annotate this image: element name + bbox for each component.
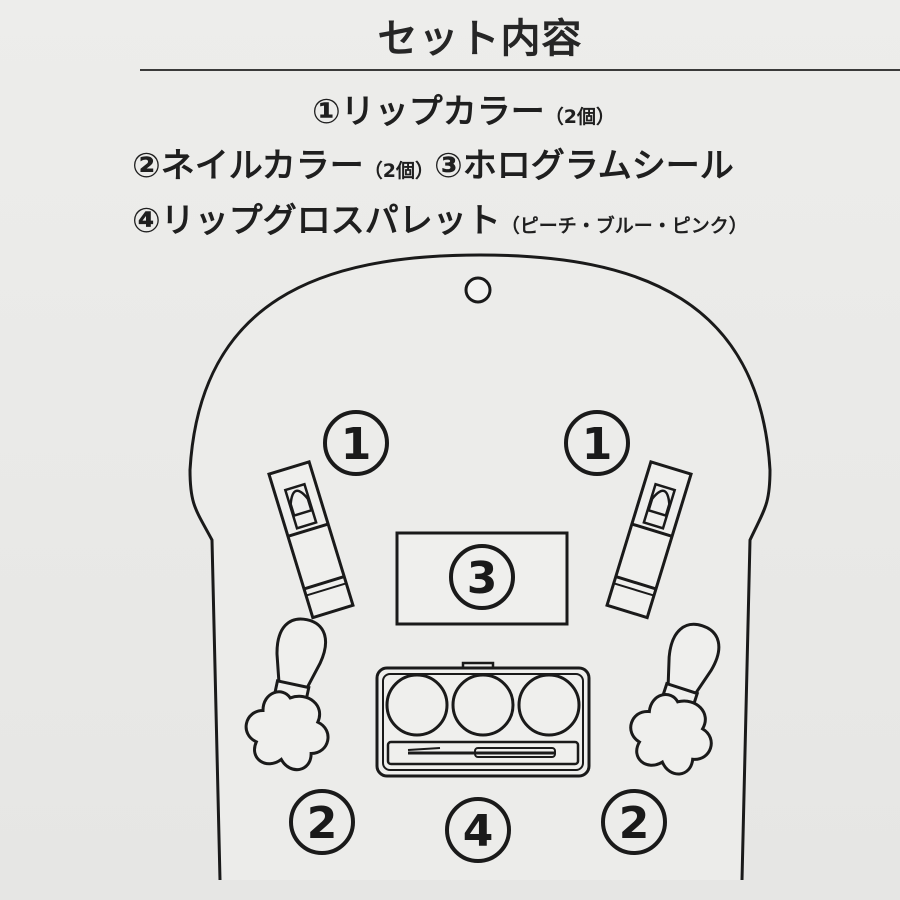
marker-palette: 4 — [445, 797, 511, 863]
marker-nail-left-label: 2 — [307, 798, 338, 849]
marker-nail-left: 2 — [289, 789, 355, 855]
item-lip-color: ①リップカラー — [312, 92, 545, 132]
item-lip-gloss-palette: ④リップグロスパレット — [132, 201, 501, 241]
item-nail-color-count: （2個） — [363, 160, 435, 182]
palette-well-2 — [451, 673, 515, 737]
lipstick-right — [605, 459, 693, 620]
nail-polish-right — [629, 622, 721, 776]
item-line-3: ④リップグロスパレット（ピーチ・ブルー・ピンク） — [132, 193, 748, 242]
marker-lip-left-label: 1 — [341, 419, 372, 470]
item-line-2: ②ネイルカラー（2個）③ホログラムシール — [132, 138, 734, 187]
marker-lip-right: 1 — [564, 410, 630, 476]
marker-nail-right-label: 2 — [619, 798, 650, 849]
hang-hole — [464, 276, 492, 304]
marker-nail-right: 2 — [601, 789, 667, 855]
marker-sticker-label: 3 — [467, 553, 498, 604]
marker-lip-left: 1 — [323, 410, 389, 476]
palette-well-1 — [385, 673, 449, 737]
marker-lip-right-label: 1 — [582, 419, 613, 470]
item-lip-gloss-palette-colors: （ピーチ・ブルー・ピンク） — [500, 215, 748, 237]
hologram-sticker: 3 — [395, 531, 569, 626]
item-nail-color: ②ネイルカラー — [132, 146, 364, 186]
lipstick-left — [267, 459, 355, 620]
palette-well-3 — [517, 673, 581, 737]
lip-gloss-palette — [375, 661, 591, 778]
nail-polish-left — [244, 617, 330, 772]
marker-palette-label: 4 — [463, 806, 494, 857]
item-line-1: ①リップカラー（2個） — [312, 84, 615, 133]
item-lip-color-count: （2個） — [544, 106, 616, 128]
title-divider — [140, 69, 900, 71]
item-hologram-sticker: ③ホログラムシール — [434, 146, 734, 186]
page-title: セット内容 — [377, 16, 583, 62]
